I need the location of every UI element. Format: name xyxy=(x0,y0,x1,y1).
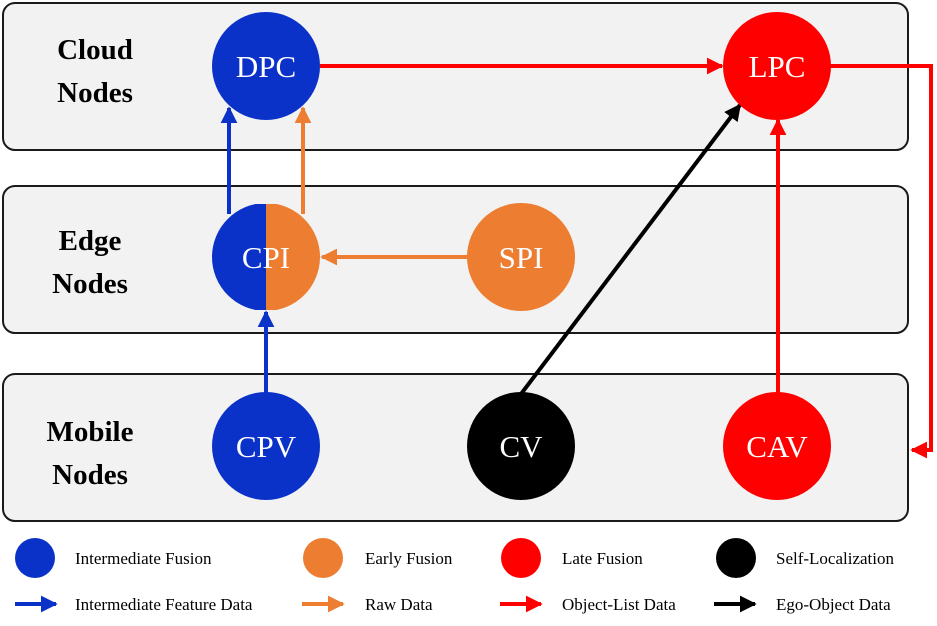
node-lpc: LPC xyxy=(723,12,831,120)
node-cpv-circle xyxy=(212,392,320,500)
node-cpi-circle-left xyxy=(212,204,266,310)
node-cpi: CPI xyxy=(212,204,320,310)
legend: Intermediate Fusion Early Fusion Late Fu… xyxy=(15,538,895,614)
legend-self-localization-swatch xyxy=(716,538,756,578)
node-cpv: CPV xyxy=(212,392,320,500)
node-spi-circle xyxy=(467,203,575,311)
lane-edge-label-line2: Nodes xyxy=(52,268,128,300)
node-dpc-circle xyxy=(212,12,320,120)
node-cv-circle xyxy=(467,392,575,500)
legend-intermediate-fusion-label: Intermediate Fusion xyxy=(75,549,212,568)
legend-object-list-label: Object-List Data xyxy=(562,595,676,614)
node-spi: SPI xyxy=(467,203,575,311)
legend-early-fusion-swatch xyxy=(303,538,343,578)
lane-cloud-label-line2: Nodes xyxy=(57,77,133,109)
legend-data-row: Intermediate Feature Data Raw Data Objec… xyxy=(15,595,891,614)
lane-cloud-label-line1: Cloud xyxy=(57,34,133,66)
node-cpi-circle-right xyxy=(266,204,320,310)
lane-mobile-label-line2: Nodes xyxy=(52,459,128,491)
node-cav-circle xyxy=(723,392,831,500)
lane-edge-label-line1: Edge xyxy=(59,225,122,257)
lane-mobile-label-line1: Mobile xyxy=(47,416,134,448)
legend-late-fusion-swatch xyxy=(501,538,541,578)
legend-ego-object-label: Ego-Object Data xyxy=(776,595,891,614)
edges xyxy=(220,57,933,459)
node-dpc-label: DPC xyxy=(236,49,296,84)
node-spi-label: SPI xyxy=(499,240,544,275)
legend-intermediate-fusion-swatch xyxy=(15,538,55,578)
edge-lpc-to-cav-object-list xyxy=(830,64,933,459)
node-cv: CV xyxy=(467,392,575,500)
node-cav-label: CAV xyxy=(746,429,808,464)
lane-edge: Edge Nodes xyxy=(2,185,909,334)
node-lpc-label: LPC xyxy=(749,49,806,84)
node-cpv-label: CPV xyxy=(236,429,297,464)
node-dpc: DPC xyxy=(212,12,320,120)
legend-early-fusion-label: Early Fusion xyxy=(365,549,453,568)
legend-self-localization-label: Self-Localization xyxy=(776,549,895,568)
edge-cv-to-lpc-ego-object xyxy=(519,103,742,396)
node-cpi-label: CPI xyxy=(242,240,290,275)
legend-intermediate-feature-label: Intermediate Feature Data xyxy=(75,595,253,614)
legend-fusion-row: Intermediate Fusion Early Fusion Late Fu… xyxy=(15,538,895,578)
legend-raw-data-label: Raw Data xyxy=(365,595,433,614)
legend-late-fusion-label: Late Fusion xyxy=(562,549,643,568)
node-cv-label: CV xyxy=(499,429,543,464)
node-lpc-circle xyxy=(723,12,831,120)
node-cav: CAV xyxy=(723,392,831,500)
lane-edge-box xyxy=(2,185,909,334)
